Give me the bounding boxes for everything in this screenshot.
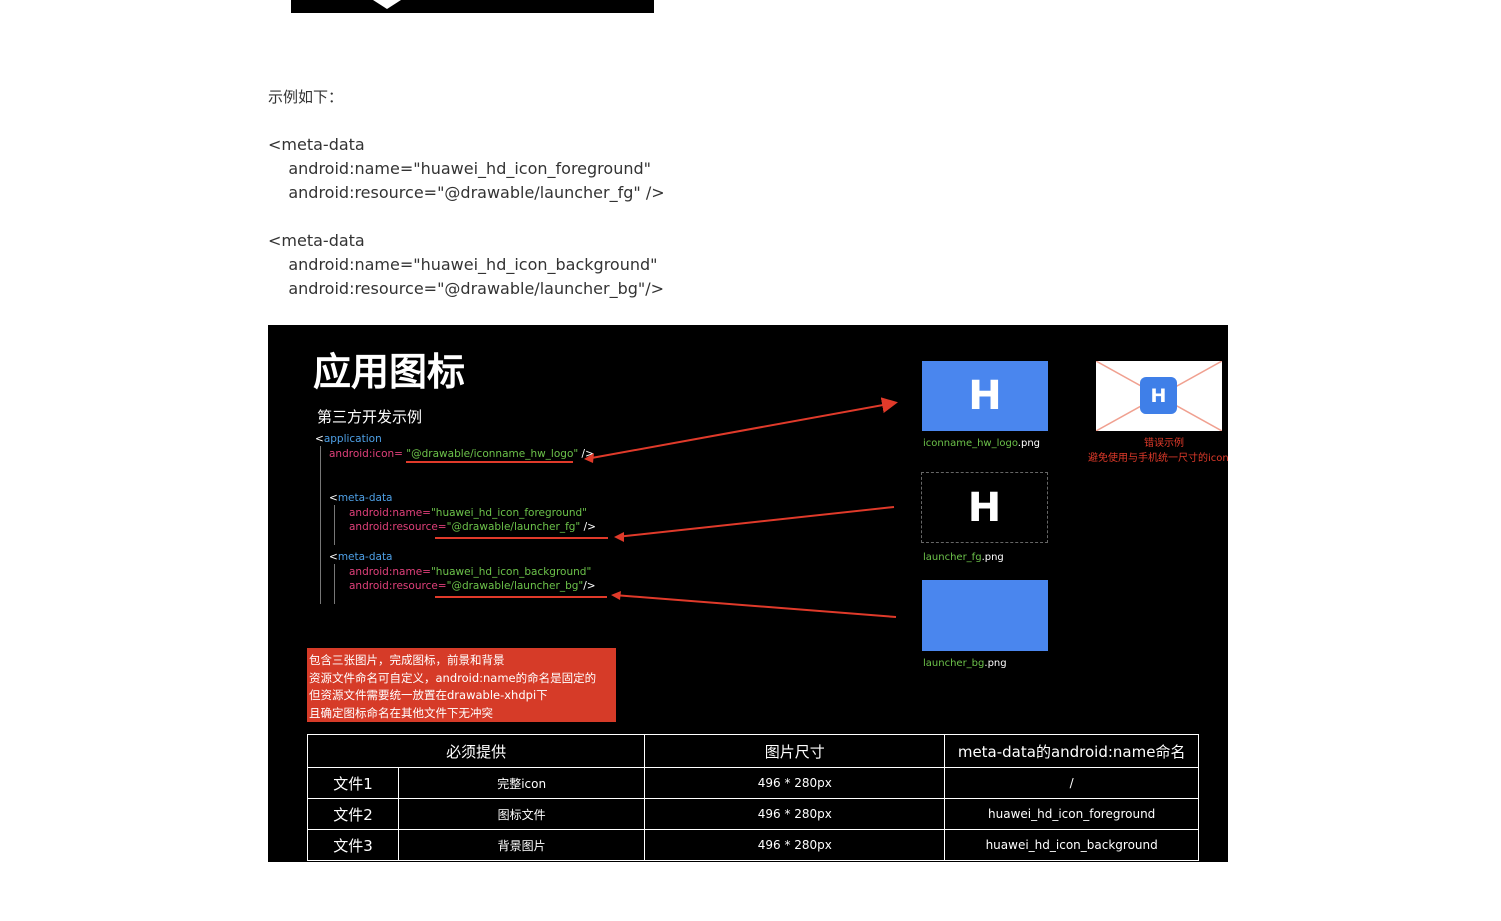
arrowhead-logo: [584, 453, 594, 463]
cell-size: 496 * 280px: [644, 767, 946, 799]
header-size: 图片尺寸: [644, 734, 946, 768]
code-tag: meta-data: [337, 551, 393, 563]
code-fg-res-line: android:resource="@drawable/launcher_fg"…: [349, 521, 596, 534]
code-line: <meta-data: [268, 135, 365, 154]
code-value: "huawei_hd_icon_background": [430, 566, 592, 578]
cell-desc: 背景图片: [397, 829, 646, 861]
code-meta-fg-line: <meta-data: [329, 492, 393, 505]
cell-size: 496 * 280px: [644, 829, 946, 861]
foreground-tile: H: [921, 472, 1048, 543]
code-value: "@drawable/launcher_fg": [446, 521, 581, 533]
huawei-h-icon: H: [1140, 377, 1177, 414]
app-icon-slide: 应用图标 第三方开发示例 <application android:icon= …: [268, 325, 1228, 862]
cell-file: 文件3: [307, 829, 399, 861]
wrong-example-title: 错误示例: [1144, 438, 1184, 449]
underline-bg: [435, 596, 607, 598]
spec-table: 必须提供 图片尺寸 meta-data的android:name命名 文件1 完…: [306, 734, 1199, 861]
logo-tile: H: [922, 361, 1048, 431]
code-indent-line: [320, 446, 321, 604]
code-line: <meta-data: [268, 231, 365, 250]
code-line: android:name="huawei_hd_icon_foreground": [268, 159, 651, 178]
table-row: 文件2 图标文件 496 * 280px huawei_hd_icon_fore…: [307, 798, 1199, 830]
code-icon-line: android:icon= "@drawable/iconname_hw_log…: [329, 448, 594, 461]
code-attr: android:resource=: [349, 580, 447, 592]
underline-icon-value: [406, 461, 573, 463]
note-box: 包含三张图片，完成图标，前景和背景 资源文件命名可自定义，android:nam…: [307, 648, 616, 722]
caption-ext: .png: [984, 658, 1007, 669]
caption-ext: .png: [1017, 438, 1041, 449]
code-bracket: <: [315, 433, 324, 445]
cell-size: 496 * 280px: [644, 798, 946, 830]
table-row: 文件3 背景图片 496 * 280px huawei_hd_icon_back…: [307, 829, 1199, 861]
code-attr: android:name=: [349, 507, 431, 519]
caption-name: launcher_bg: [923, 658, 985, 669]
slide-title: 应用图标: [313, 350, 466, 394]
arrow-bg: [613, 594, 897, 618]
header-required: 必须提供: [306, 734, 646, 768]
code-fg-name-line: android:name="huawei_hd_icon_foreground": [349, 507, 587, 520]
down-arrow-shape: [373, 0, 401, 9]
code-bg-res-line: android:resource="@drawable/launcher_bg"…: [349, 580, 596, 593]
code-line: android:resource="@drawable/launcher_bg"…: [268, 279, 665, 298]
cell-meta-name: huawei_hd_icon_foreground: [944, 798, 1199, 830]
code-block-foreground: <meta-data android:name="huawei_hd_icon_…: [268, 133, 665, 205]
underline-fg: [435, 537, 608, 539]
code-close: />: [580, 521, 596, 533]
bg-caption: launcher_bg.png: [923, 657, 1007, 670]
code-line: android:name="huawei_hd_icon_background": [268, 255, 658, 274]
note-line: 但资源文件需要统一放置在drawable-xhdpi下: [309, 688, 548, 702]
arrow-logo: [585, 397, 898, 460]
code-bg-name-line: android:name="huawei_hd_icon_background": [349, 566, 591, 579]
code-attr: android:name=: [349, 566, 431, 578]
slide-subtitle: 第三方开发示例: [317, 408, 423, 426]
caption-name: iconname_hw_logo: [923, 438, 1018, 449]
background-tile: [922, 580, 1048, 651]
code-value: "@drawable/launcher_bg": [446, 580, 584, 592]
code-tag: application: [323, 433, 382, 445]
cell-desc: 完整icon: [397, 767, 646, 799]
code-close: />: [583, 580, 596, 592]
huawei-h-icon: H: [967, 484, 1002, 531]
code-attr: android:icon=: [329, 448, 403, 460]
code-bracket: <: [329, 492, 338, 504]
intro-text: 示例如下：: [268, 88, 344, 106]
note-line: 包含三张图片，完成图标，前景和背景: [309, 653, 505, 667]
code-value: "@drawable/iconname_hw_logo": [406, 448, 579, 460]
code-bracket: <: [329, 551, 338, 563]
cell-desc: 图标文件: [397, 798, 646, 830]
code-block-background: <meta-data android:name="huawei_hd_icon_…: [268, 229, 664, 301]
huawei-h-icon: H: [968, 373, 1002, 419]
code-indent-line: [334, 564, 335, 604]
arrowhead-fg: [614, 532, 624, 542]
code-attr: android:resource=: [349, 521, 447, 533]
note-line: 且确定图标命名在其他文件下无冲突: [309, 705, 493, 720]
fg-caption: launcher_fg.png: [923, 551, 1004, 564]
code-line: android:resource="@drawable/launcher_fg"…: [268, 183, 665, 202]
table-header-row: 必须提供 图片尺寸 meta-data的android:name命名: [306, 734, 1199, 768]
caption-ext: .png: [981, 552, 1004, 563]
table-row: 文件1 完整icon 496 * 280px /: [307, 767, 1199, 799]
cell-file: 文件1: [307, 767, 399, 799]
caption-name: launcher_fg: [923, 552, 982, 563]
wrong-example-desc: 避免使用与手机统一尺寸的icon: [1088, 453, 1228, 464]
code-value: "huawei_hd_icon_foreground": [430, 507, 587, 519]
cell-meta-name: huawei_hd_icon_background: [944, 829, 1199, 861]
code-tag: meta-data: [337, 492, 393, 504]
code-indent-line: [334, 505, 335, 545]
note-line: 资源文件命名可自定义，android:name的命名是固定的: [309, 670, 597, 685]
code-meta-bg-line: <meta-data: [329, 551, 393, 564]
pointer-arrows: [584, 397, 898, 618]
logo-caption: iconname_hw_logo.png: [923, 437, 1040, 450]
arrow-fg: [615, 506, 895, 538]
code-application-line: <application: [315, 433, 382, 446]
arrowhead-bg: [611, 591, 621, 600]
top-image-fragment: [291, 0, 654, 13]
cell-meta-name: /: [944, 767, 1199, 799]
header-meta-name: meta-data的android:name命名: [944, 734, 1199, 768]
cell-file: 文件2: [307, 798, 399, 830]
wrong-example-image: H: [1096, 361, 1222, 431]
